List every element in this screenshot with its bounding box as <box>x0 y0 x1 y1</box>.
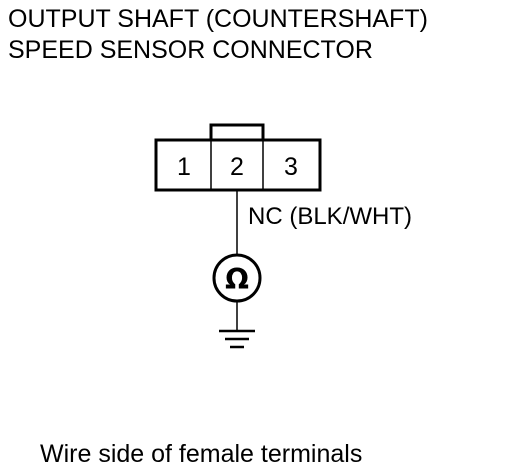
connector-title: OUTPUT SHAFT (COUNTERSHAFT) SPEED SENSOR… <box>8 4 428 66</box>
title-line-1: OUTPUT SHAFT (COUNTERSHAFT) <box>8 5 428 33</box>
connector-body <box>154 138 322 192</box>
pin-3-label: 3 <box>284 153 298 181</box>
view-caption: Wire side of female terminals <box>40 440 363 468</box>
ground-icon <box>219 329 255 349</box>
pin-1-label: 1 <box>177 153 191 181</box>
ohm-symbol: Ω <box>225 263 249 296</box>
connector-lock-tab <box>209 123 265 142</box>
pin-2-label: 2 <box>230 153 244 181</box>
wire-color-label: NC (BLK/WHT) <box>248 203 412 230</box>
title-line-2: SPEED SENSOR CONNECTOR <box>8 36 373 64</box>
